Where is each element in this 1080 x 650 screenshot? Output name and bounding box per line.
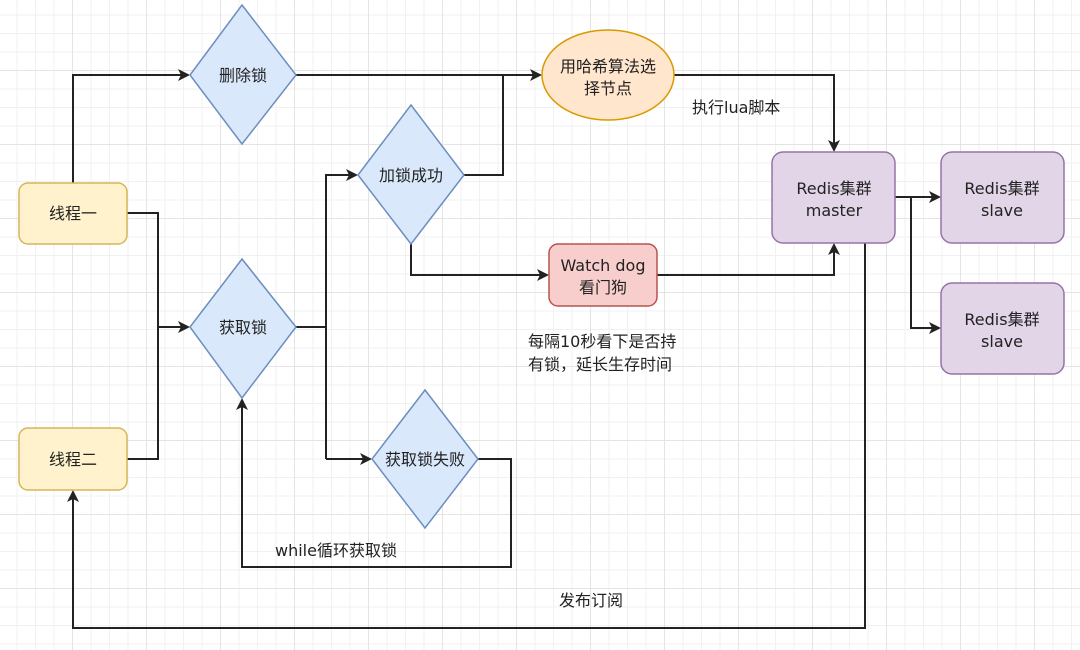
node-lock-fail[interactable]: 获取锁失败 [371,388,479,530]
delete-lock-label: 删除锁 [219,66,267,85]
edge-label-lua: 执行lua脚本 [692,98,780,117]
edge-success-to-watchdog [410,244,549,281]
redis-slave2-label-line2: slave [981,332,1023,351]
node-watchdog[interactable]: Watch dog 看门狗 [548,243,658,307]
redis-slave1-label-line2: slave [981,201,1023,220]
lock-fail-label: 获取锁失败 [385,450,465,469]
edge-master-to-slave2 [910,197,941,334]
watchdog-label-line1: Watch dog [561,256,646,275]
watchdog-label-line2: 看门狗 [579,278,627,297]
edge-label-watchdog-note-line2: 有锁，延长生存时间 [528,355,672,374]
edge-fail-loop-to-acquire [236,398,512,568]
edge-label-while-loop: while循环获取锁 [275,541,397,560]
redis-master-label-line2: master [806,201,863,220]
edge-watchdog-to-master [657,243,840,276]
node-thread1[interactable]: 线程一 [18,182,128,245]
node-lock-success[interactable]: 加锁成功 [357,103,465,246]
node-redis-slave-1[interactable]: Redis集群 slave [940,151,1065,244]
acquire-lock-label: 获取锁 [219,318,267,337]
node-hash-select[interactable]: 用哈希算法选 择节点 [541,29,675,121]
node-redis-master[interactable]: Redis集群 master [771,151,896,244]
thread1-label: 线程一 [49,204,97,223]
hash-select-label-line2: 择节点 [584,79,632,98]
thread2-label: 线程二 [49,450,97,469]
edge-thread1-to-acquire [127,212,159,460]
edge-acquire-to-success [325,169,358,459]
edge-success-to-hash [464,75,504,176]
edge-label-watchdog-note-line1: 每隔10秒看下是否持 [528,332,676,351]
redis-master-label-line1: Redis集群 [796,179,871,198]
redis-slave1-label-line1: Redis集群 [964,179,1039,198]
edge-hash-to-master [674,74,840,152]
node-delete-lock[interactable]: 删除锁 [189,3,297,146]
node-acquire-lock[interactable]: 获取锁 [189,257,297,400]
redis-slave2-label-line1: Redis集群 [964,310,1039,329]
hash-select-label-line1: 用哈希算法选 [560,57,656,76]
edge-thread1-to-delete-lock [72,69,190,183]
edge-label-pubsub: 发布订阅 [559,591,623,610]
edge-master-pubsub-to-thread2 [67,243,866,629]
node-thread2[interactable]: 线程二 [18,427,128,491]
edges [67,69,941,629]
node-redis-slave-2[interactable]: Redis集群 slave [940,282,1065,375]
lock-success-label: 加锁成功 [379,166,443,185]
